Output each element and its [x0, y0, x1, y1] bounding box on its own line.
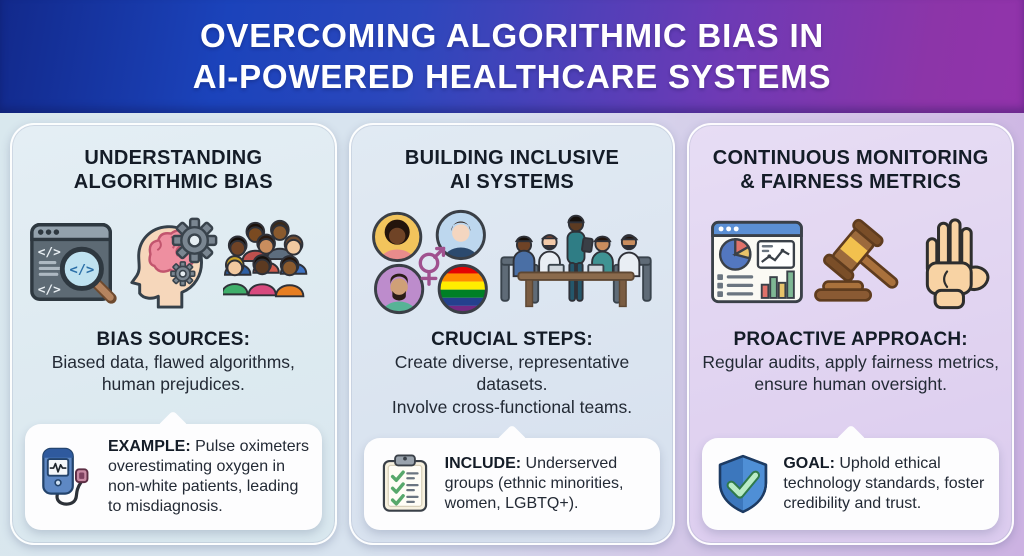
- card-title-line2: ALGORITHMIC BIAS: [73, 171, 273, 194]
- section-heading: PROACTIVE APPROACH:: [733, 328, 968, 350]
- page-title: OVERCOMING ALGORITHMIC BIAS IN AI-POWERE…: [193, 16, 832, 97]
- card-monitoring-fairness: CONTINUOUS MONITORING & FAIRNESS METRICS: [687, 123, 1015, 545]
- include-callout: INCLUDE: Underserved groups (ethnic mino…: [363, 438, 661, 530]
- analytics-dashboard-icon: [710, 220, 803, 303]
- pulse-oximeter-icon: [42, 447, 89, 506]
- section-heading: CRUCIAL STEPS:: [431, 328, 593, 350]
- shield-check-icon: [719, 454, 768, 514]
- card-title-line2: & FAIRNESS METRICS: [740, 171, 962, 194]
- section-heading: BIAS SOURCES:: [96, 328, 251, 350]
- pride-rainbow-icon: [439, 265, 487, 313]
- callout-lead: GOAL:: [783, 455, 835, 472]
- icon-row: [702, 207, 999, 317]
- body-line: Regular audits, apply fairness metrics, …: [702, 351, 999, 395]
- card-title-line1: UNDERSTANDING: [84, 147, 263, 169]
- goal-callout: GOAL: Uphold ethical technology standard…: [702, 438, 1000, 530]
- icon-row: [364, 207, 661, 317]
- raised-hand-icon: [925, 218, 990, 309]
- code-review-icon: </> </> </>: [29, 222, 117, 304]
- card-row: UNDERSTANDING ALGORITHMIC BIAS </> </> <…: [10, 123, 1015, 545]
- card-understanding-bias: UNDERSTANDING ALGORITHMIC BIAS </> </> <…: [10, 123, 337, 545]
- callout-lead: EXAMPLE:: [108, 438, 191, 455]
- card-title: CONTINUOUS MONITORING & FAIRNESS METRICS: [702, 146, 999, 195]
- gavel-icon: [813, 218, 899, 302]
- card-title-line2: AI SYSTEMS: [449, 171, 575, 194]
- brain-gears-icon: [130, 217, 218, 309]
- diverse-group-icon: [222, 219, 308, 298]
- icon-row: </> </> </>: [25, 207, 322, 317]
- example-callout: EXAMPLE: Pulse oximeters overestimating …: [25, 424, 322, 530]
- diverse-avatars-icon: [371, 209, 488, 314]
- callout-lead: INCLUDE:: [444, 455, 522, 472]
- card-title-line1: BUILDING INCLUSIVE: [404, 147, 620, 169]
- card-title: BUILDING INCLUSIVE AI SYSTEMS: [364, 146, 661, 195]
- svg-text:</>: </>: [69, 262, 94, 278]
- callout-body: Uphold ethical technology standards, fos…: [783, 455, 985, 512]
- card-title: UNDERSTANDING ALGORITHMIC BIAS: [25, 146, 322, 195]
- callout-text: GOAL: Uphold ethical technology standard…: [783, 454, 987, 514]
- body-text: Create diverse, representative datasets.…: [364, 351, 661, 418]
- svg-text:</>: </>: [37, 245, 60, 260]
- card-inclusive-ai: BUILDING INCLUSIVE AI SYSTEMS: [348, 123, 676, 545]
- callout-text: INCLUDE: Underserved groups (ethnic mino…: [445, 454, 649, 514]
- svg-text:</>: </>: [37, 282, 60, 297]
- callout-body: Pulse oximeters overestimating oxygen in…: [108, 438, 309, 515]
- checklist-icon: [382, 454, 427, 512]
- gender-symbol-icon: [418, 246, 446, 286]
- callout-text: EXAMPLE: Pulse oximeters overestimating …: [108, 437, 310, 517]
- body-text: Biased data, flawed algorithms, human pr…: [25, 351, 322, 396]
- body-line: Biased data, flawed algorithms, human pr…: [51, 351, 295, 395]
- team-meeting-icon: [500, 214, 652, 307]
- card-title-line1: CONTINUOUS MONITORING: [712, 147, 989, 169]
- body-text: Regular audits, apply fairness metrics, …: [702, 351, 999, 396]
- page-title-line1: OVERCOMING ALGORITHMIC BIAS IN: [199, 17, 825, 55]
- page-title-line2: AI-POWERED HEALTHCARE SYSTEMS: [192, 57, 832, 95]
- header-banner: OVERCOMING ALGORITHMIC BIAS IN AI-POWERE…: [0, 0, 1024, 113]
- body-line: Create diverse, representative datasets.: [394, 351, 630, 395]
- callout-body: Underserved groups (ethnic minorities, w…: [444, 455, 624, 512]
- body-line: Involve cross-functional teams.: [391, 396, 633, 417]
